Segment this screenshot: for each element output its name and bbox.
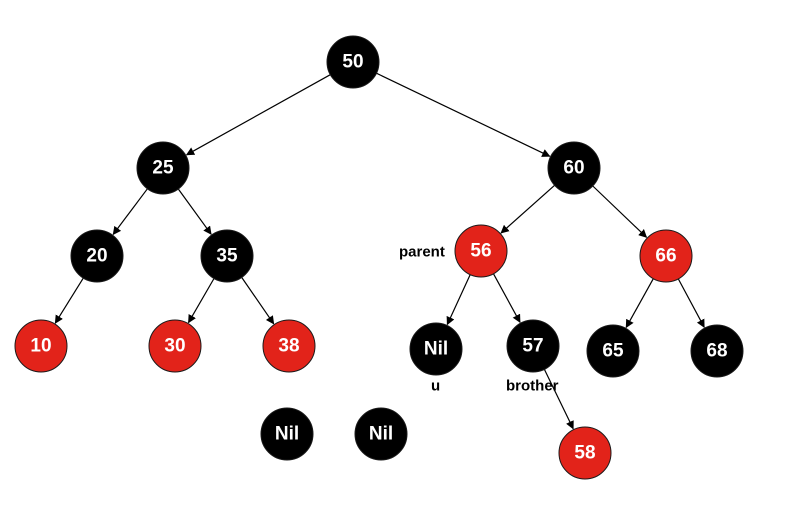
node-circle-black xyxy=(136,141,190,195)
tree-node-n66: 66 xyxy=(639,229,693,283)
node-value: 56 xyxy=(470,241,491,262)
tree-node-n35: 35 xyxy=(200,229,254,283)
label-parent: parent xyxy=(399,244,445,261)
tree-node-n50: 50 xyxy=(326,35,380,89)
edge-n66-n68 xyxy=(677,278,705,328)
node-circle-red xyxy=(14,319,68,373)
tree-node-n20: 20 xyxy=(70,229,124,283)
tree-node-nil3: Nil xyxy=(354,407,408,461)
node-value: 25 xyxy=(152,158,174,179)
edges-layer xyxy=(54,72,705,430)
node-value: Nil xyxy=(275,424,299,445)
edge-n50-n60 xyxy=(376,72,551,157)
node-value: 58 xyxy=(574,443,595,464)
edge-n20-n10 xyxy=(54,277,84,324)
node-value: 38 xyxy=(278,336,299,357)
node-circle-black xyxy=(586,324,640,378)
edge-n60-n56 xyxy=(500,184,555,234)
node-circle-red xyxy=(148,319,202,373)
edge-n56-n57 xyxy=(492,273,521,324)
edge-n50-n25 xyxy=(185,74,331,156)
node-circle-black xyxy=(690,324,744,378)
node-circle-black xyxy=(326,35,380,89)
node-value: 20 xyxy=(86,246,107,267)
edge-n60-n66 xyxy=(592,185,648,238)
node-circle-black xyxy=(200,229,254,283)
node-circle-black xyxy=(70,229,124,283)
tree-node-n65: 65 xyxy=(586,324,640,378)
node-circle-red xyxy=(639,229,693,283)
node-circle-red xyxy=(262,319,316,373)
tree-node-n10: 10 xyxy=(14,319,68,373)
label-u: u xyxy=(431,378,440,395)
tree-node-n25: 25 xyxy=(136,141,190,195)
edge-n25-n35 xyxy=(177,188,212,235)
node-circle-black xyxy=(506,319,560,373)
node-circle-black xyxy=(547,141,601,195)
node-value: 57 xyxy=(522,336,543,357)
node-value: 65 xyxy=(602,341,624,362)
tree-node-n68: 68 xyxy=(690,324,744,378)
edge-n35-n30 xyxy=(187,278,215,324)
node-circle-black xyxy=(354,407,408,461)
node-value: 35 xyxy=(216,246,238,267)
tree-node-n30: 30 xyxy=(148,319,202,373)
node-circle-red xyxy=(454,224,508,278)
node-value: 66 xyxy=(655,246,676,267)
tree-node-nil2: Nil xyxy=(260,407,314,461)
node-circle-black xyxy=(409,322,463,376)
node-circle-black xyxy=(260,407,314,461)
node-value: 50 xyxy=(342,52,363,73)
edge-n66-n65 xyxy=(625,278,654,329)
tree-node-n56: 56 xyxy=(454,224,508,278)
node-value: 60 xyxy=(563,158,584,179)
edge-n35-n38 xyxy=(241,277,275,325)
node-value: 30 xyxy=(164,336,185,357)
tree-node-n60: 60 xyxy=(547,141,601,195)
label-brother: brother xyxy=(506,378,559,395)
node-circle-red xyxy=(558,426,612,480)
node-value: Nil xyxy=(369,424,393,445)
tree-node-n58: 58 xyxy=(558,426,612,480)
tree-node-n38: 38 xyxy=(262,319,316,373)
node-value: 68 xyxy=(706,341,727,362)
node-value: Nil xyxy=(424,339,448,360)
edge-n25-n20 xyxy=(112,188,148,236)
edge-n56-nil1 xyxy=(446,274,471,326)
tree-node-nil1: Nil xyxy=(409,322,463,376)
tree-node-n57: 57 xyxy=(506,319,560,373)
node-value: 10 xyxy=(30,336,51,357)
labels-layer: parent u brother xyxy=(399,244,559,395)
edge-n57-n58 xyxy=(543,369,574,430)
